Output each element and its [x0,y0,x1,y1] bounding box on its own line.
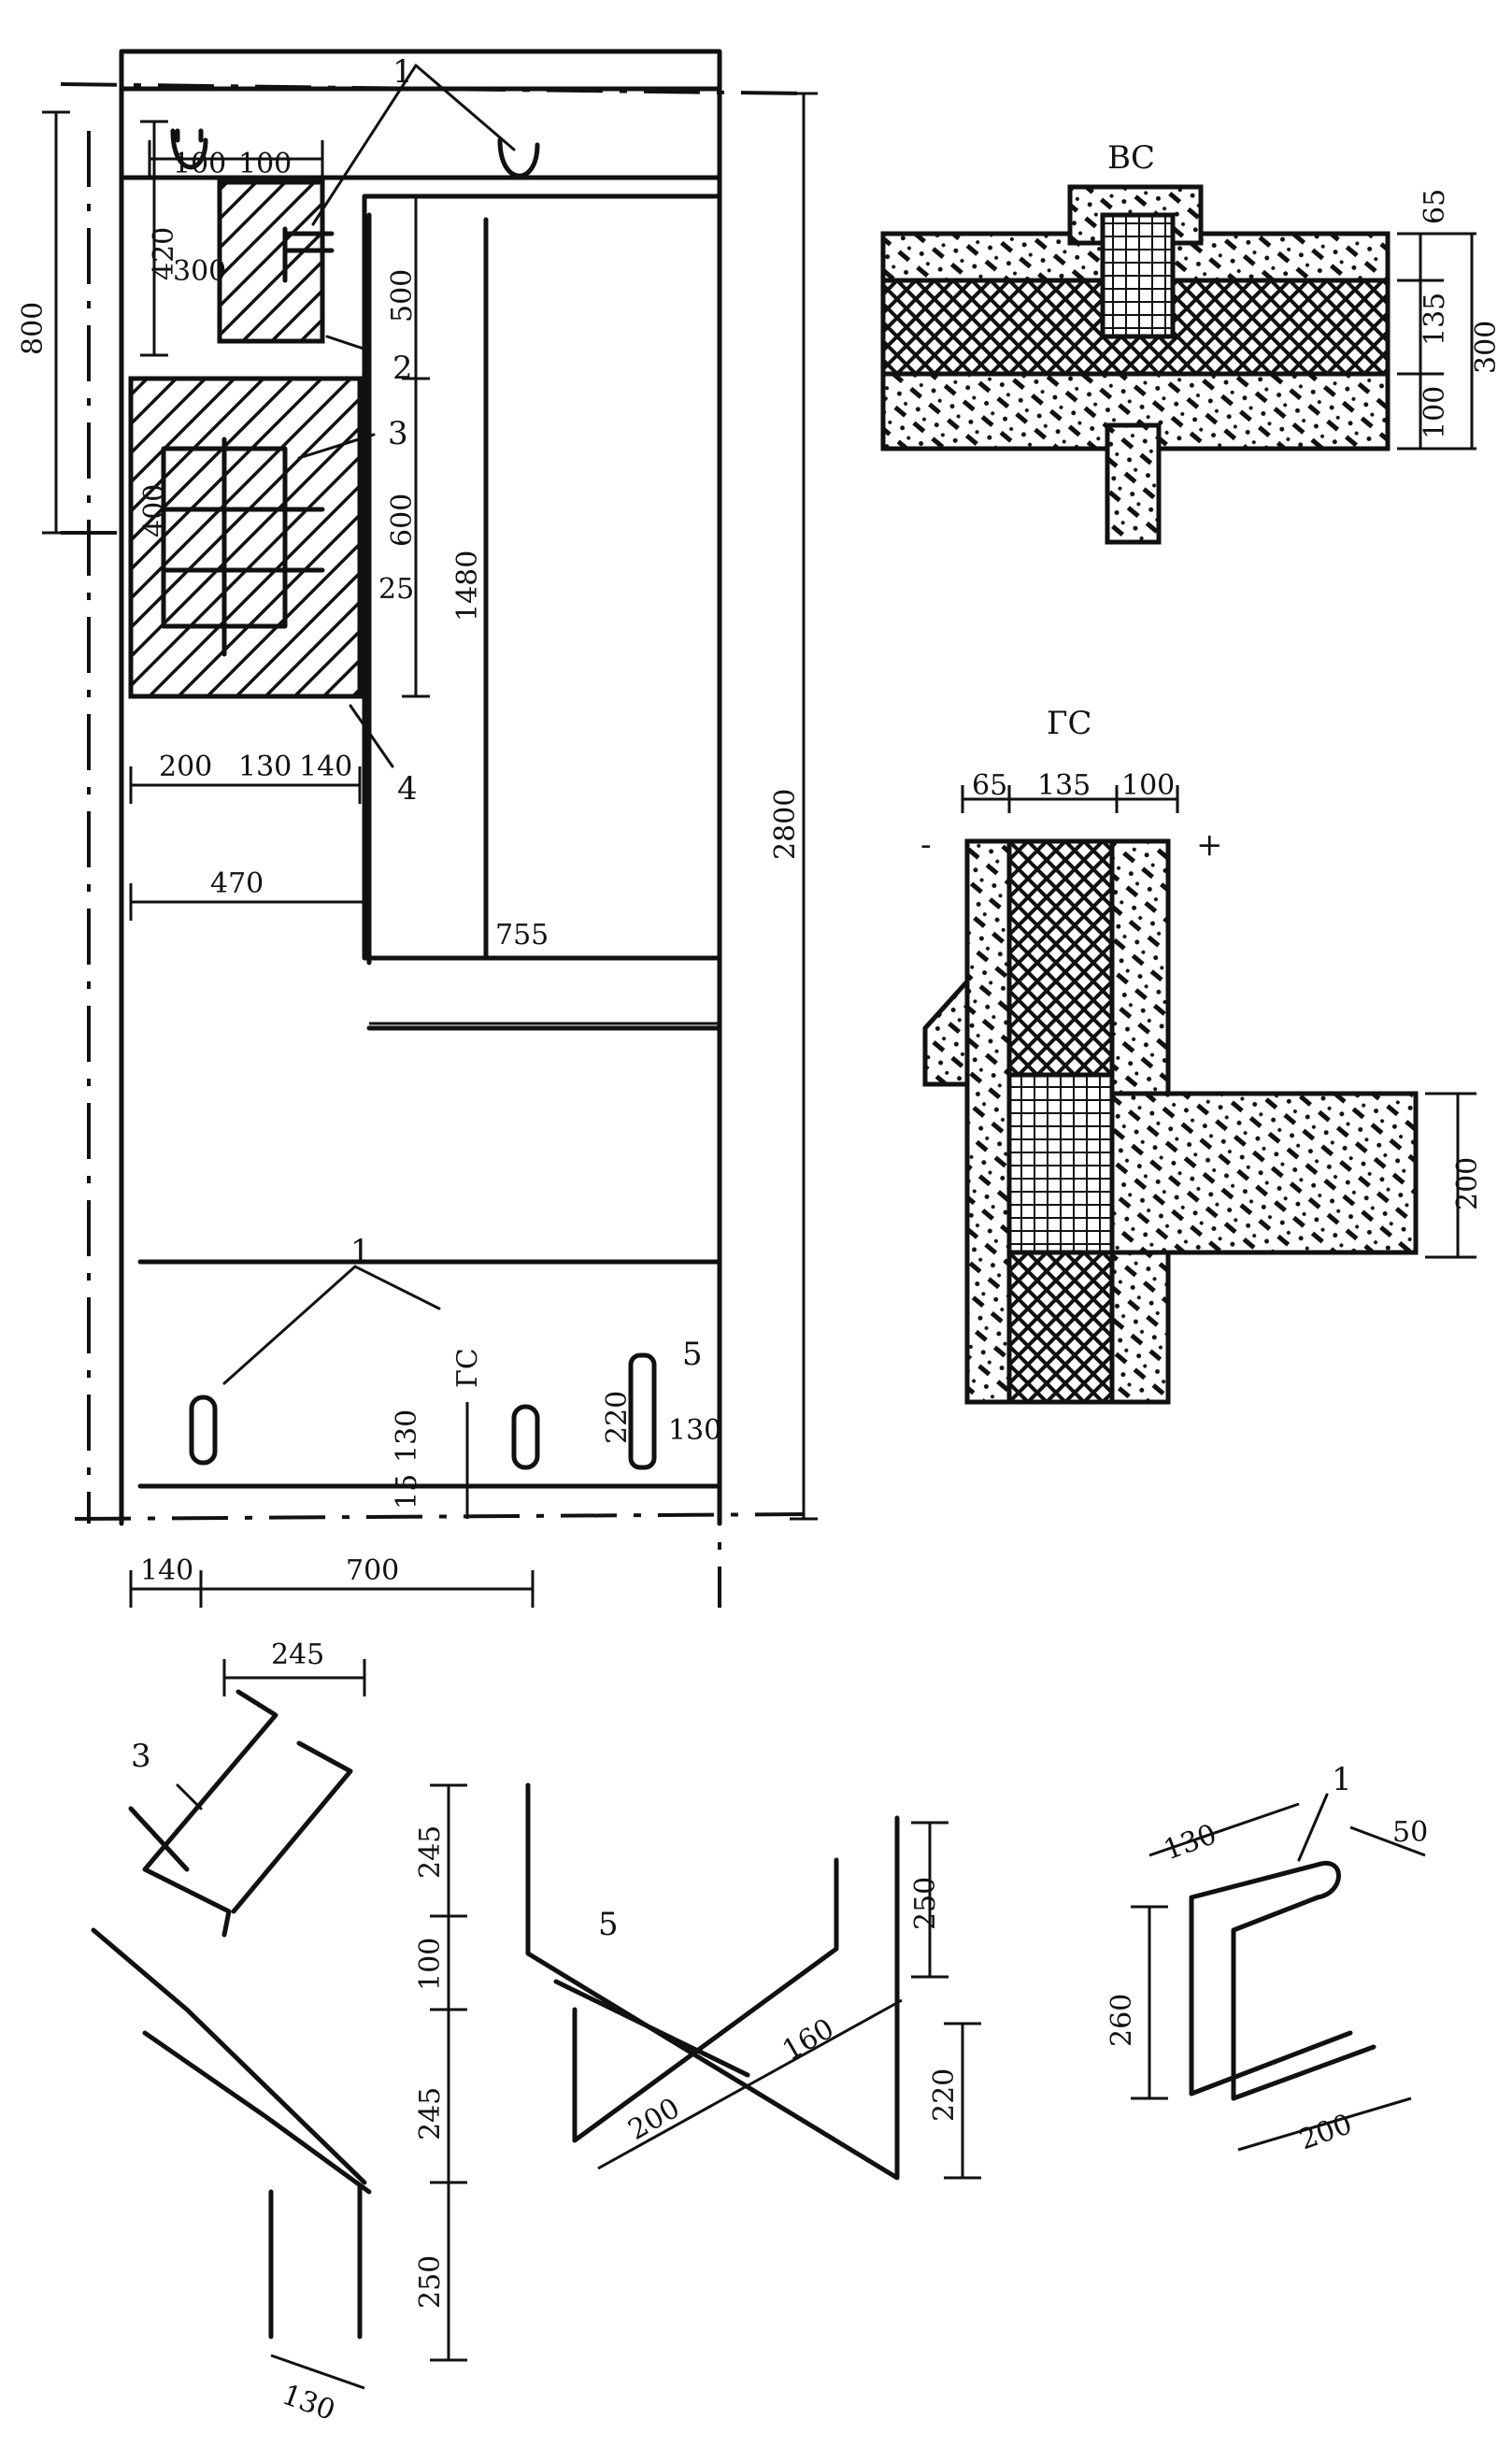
gs-dim-200: 200 [1451,1157,1484,1210]
dim-755: 755 [495,919,549,952]
dim-140-bottom: 140 [140,1554,193,1587]
detail-1-callout: 1 [1332,1761,1352,1798]
corner-block [128,376,363,699]
detail-1-dim-260: 260 [1105,1994,1138,2047]
vs-dim-300: 300 [1470,321,1503,374]
dim-1480: 1480 [451,551,484,622]
plan-dimensions [42,92,818,1608]
gs-section-mark: ГС [451,1348,484,1388]
detail-5-dim-250: 250 [909,1877,942,1930]
dim-130-right: 130 [668,1414,721,1447]
vs-dim-135: 135 [1419,293,1451,346]
callout-3: 3 [388,415,408,452]
dim-2800: 2800 [769,789,802,860]
dim-400: 400 [138,484,171,537]
dim-100-left: 100 [173,148,226,180]
detail-3-dim-245-top: 245 [271,1638,324,1671]
lintel-block [217,179,325,344]
plan-view [60,49,805,1608]
detail-3-dim-130: 130 [278,2379,339,2427]
detail-3-dim-100: 100 [414,1938,447,1991]
callout-2: 2 [392,350,413,387]
detail-5-dim-160: 160 [777,2012,840,2068]
detail-5-dim-220: 220 [928,2068,961,2122]
gs-dim-100: 100 [1121,769,1175,802]
dim-800: 800 [17,302,50,355]
dim-600: 600 [386,494,419,547]
callout-4: 4 [397,770,418,808]
detail-3-dim-250: 250 [414,2255,447,2309]
gs-dim-65: 65 [972,769,1007,802]
detail-5-callout: 5 [598,1906,619,1943]
detail-1-dim-50: 50 [1392,1816,1428,1849]
gs-title: ГС [1047,705,1092,742]
vs-dim-100: 100 [1419,386,1451,439]
dim-220: 220 [601,1391,634,1444]
callout-1-top: 1 [392,53,413,91]
dim-470: 470 [210,867,264,900]
vs-title: ВС [1107,139,1155,177]
callout-5: 5 [682,1336,703,1373]
detail-loop-1: 1 130 50 260 200 [1105,1761,1428,2157]
detail-1-dim-130: 130 [1160,1818,1221,1867]
vs-section: ВС 65 135 100 300 [880,139,1503,545]
detail-bar-5: 5 250 160 200 220 [525,1782,981,2181]
callout-1-bottom: 1 [350,1233,371,1270]
gs-section: ГС 65 135 100 - + 200 [920,705,1484,1405]
dim-25: 25 [378,573,414,606]
dim-130: 130 [238,751,292,783]
dim-500: 500 [386,269,419,322]
detail-3-dim-245-b: 245 [414,2087,447,2140]
dim-140: 140 [299,751,352,783]
vs-dim-65: 65 [1419,189,1451,224]
detail-1-dim-200: 200 [1295,2108,1357,2156]
dim-15: 15 [391,1474,423,1510]
dim-700: 700 [346,1554,399,1587]
dim-100-right: 100 [238,148,292,180]
detail-3-dim-245-a: 245 [414,1825,447,1879]
detail-bar-3: 3 245 245 100 245 250 130 [91,1638,467,2427]
dim-420: 420 [148,227,180,280]
gs-dim-135: 135 [1037,769,1091,802]
opening-outline [362,193,722,1031]
detail-3-callout: 3 [131,1738,151,1775]
plan-labels: 1 2 3 4 5 1 100 100 420 300 800 500 600 … [17,53,802,1587]
gs-sign-plus: + [1196,826,1223,864]
dim-300: 300 [173,255,226,288]
dim-130-loop: 130 [391,1410,423,1463]
dim-200: 200 [159,751,212,783]
gs-sign-minus: - [920,826,932,864]
